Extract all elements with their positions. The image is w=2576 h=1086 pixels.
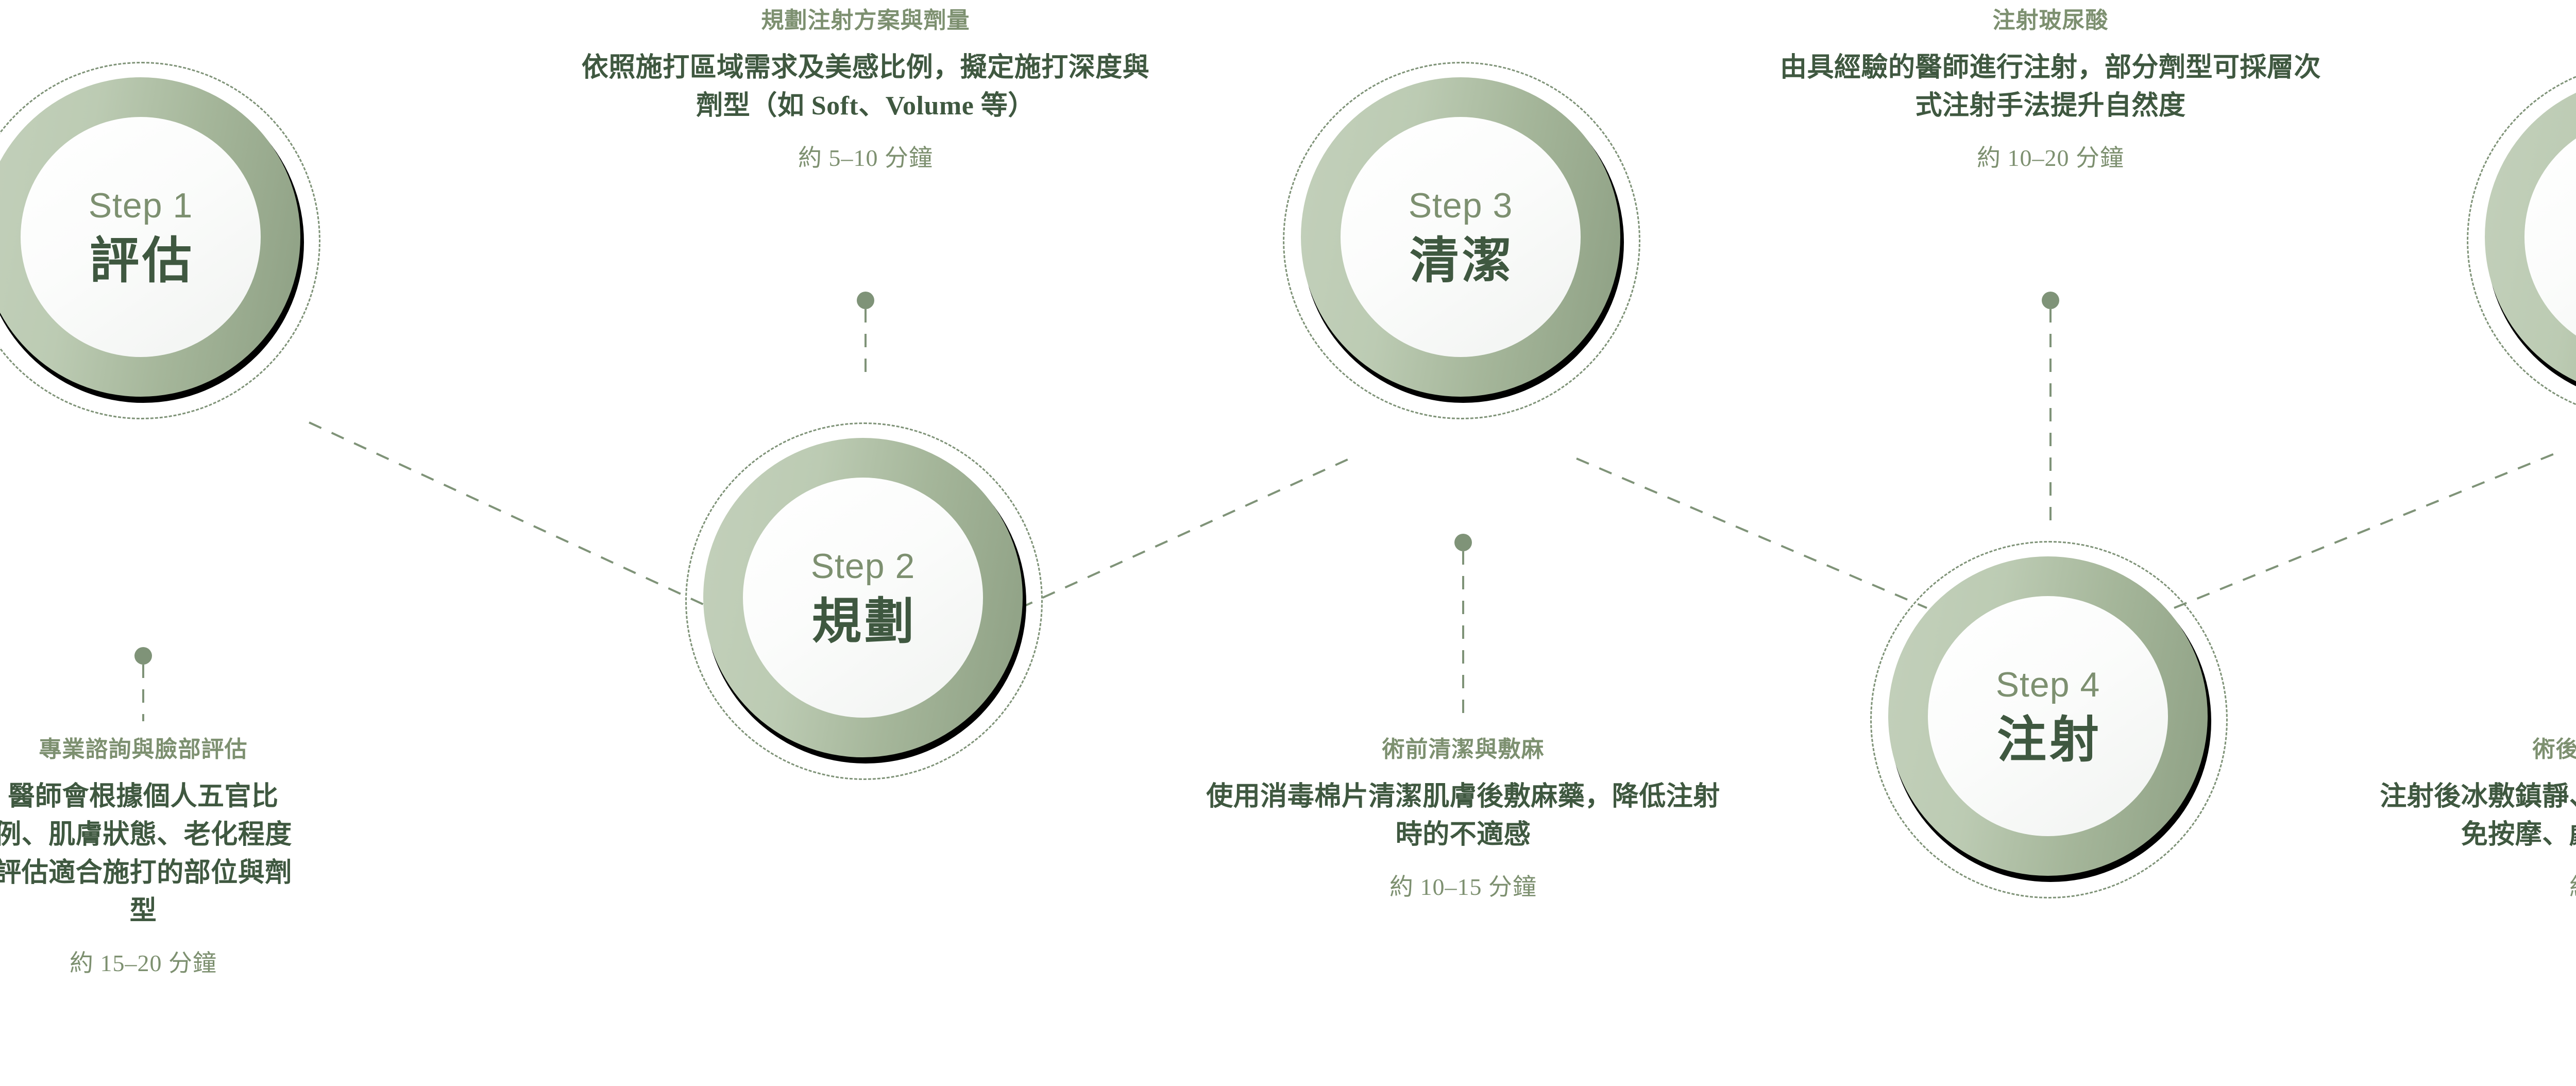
step-number-4: Step 4 <box>1995 665 2100 704</box>
step-time-2: 約 5–10 分鐘 <box>798 145 933 172</box>
inner-disc-4: Step 4 注射 <box>1928 596 2168 836</box>
step-text-block-1: 專業諮詢與臉部評估 醫師會根據個人五官比例、肌膚狀態、老化程度評估適合施打的部位… <box>0 734 297 979</box>
connector-dot-2 <box>857 292 874 309</box>
step-text-block-5: 術後照護與衛教說明 注射後冰敷鎮靜、醫師提供照護指引（如避免按摩、劇烈運動、曝曬… <box>2379 734 2576 903</box>
inner-disc-2: Step 2 規劃 <box>743 478 983 718</box>
step-title-1: 專業諮詢與臉部評估 <box>39 737 248 762</box>
connector-line-4-5 <box>2174 452 2556 609</box>
step-node-4[interactable]: Step 4 注射 <box>1870 541 2231 902</box>
dashed-outline-ring-4 <box>1870 541 2228 898</box>
step-text-block-2: 規劃注射方案與劑量 依照施打區域需求及美感比例，擬定施打深度與劑型（如 Soft… <box>571 5 1160 174</box>
step-title-5: 術後照護與衛教說明 <box>2532 737 2576 762</box>
connector-line-2-3 <box>1020 457 1350 609</box>
step-number-1: Step 1 <box>88 186 193 225</box>
step-desc-2: 依照施打區域需求及美感比例，擬定施打深度與劑型（如 Soft、Volume 等） <box>581 53 1150 121</box>
step-time-4: 約 10–20 分鐘 <box>1977 145 2124 172</box>
step-name-3: 清潔 <box>1410 233 1515 289</box>
step-name-1: 評估 <box>90 233 195 289</box>
dashed-outline-ring-3 <box>1283 62 1640 419</box>
step-title-3: 術前清潔與敷麻 <box>1382 737 1545 762</box>
connector-dot-4 <box>2042 292 2059 309</box>
dashed-outline-ring-2 <box>685 422 1043 780</box>
step-node-1[interactable]: Step 1 評估 <box>0 62 324 422</box>
step-time-1: 約 15–20 分鐘 <box>70 949 217 976</box>
connector-dot-1 <box>134 647 152 665</box>
step-number-2: Step 2 <box>810 547 916 586</box>
step-node-3[interactable]: Step 3 清潔 <box>1283 62 1643 422</box>
step-text-block-3: 術前清潔與敷麻 使用消毒棉片清潔肌膚後敷麻藥，降低注射時的不適感 約 10–15… <box>1200 734 1726 903</box>
step-name-2: 規劃 <box>812 594 917 649</box>
step-desc-5: 注射後冰敷鎮靜、醫師提供照護指引（如避免按摩、劇烈運動、曝曬等） <box>2380 782 2576 850</box>
connector-dot-3 <box>1454 534 1472 551</box>
step-title-4: 注射玻尿酸 <box>1992 8 2109 33</box>
step-number-3: Step 3 <box>1408 186 1513 225</box>
step-desc-3: 使用消毒棉片清潔肌膚後敷麻藥，降低注射時的不適感 <box>1206 782 1720 850</box>
step-desc-1: 醫師會根據個人五官比例、肌膚狀態、老化程度評估適合施打的部位與劑型 <box>0 782 292 926</box>
step-time-3: 約 10–15 分鐘 <box>1389 874 1537 901</box>
inner-disc-3: Step 3 清潔 <box>1341 117 1581 357</box>
connector-line-1-2 <box>309 421 711 609</box>
step-node-2[interactable]: Step 2 規劃 <box>685 422 1046 783</box>
step-name-4: 注射 <box>1997 712 2102 768</box>
step-title-2: 規劃注射方案與劑量 <box>761 8 970 33</box>
inner-disc-1: Step 1 評估 <box>21 117 261 357</box>
step-text-block-4: 注射玻尿酸 由具經驗的醫師進行注射，部分劑型可採層次式注射手法提升自然度 約 1… <box>1771 5 2330 174</box>
step-time-5: 約 5–10 分鐘 <box>2379 872 2576 903</box>
step-node-5[interactable]: Step 5 照護 <box>2467 62 2576 422</box>
step-desc-4: 由具經驗的醫師進行注射，部分劑型可採層次式注射手法提升自然度 <box>1780 53 2321 121</box>
